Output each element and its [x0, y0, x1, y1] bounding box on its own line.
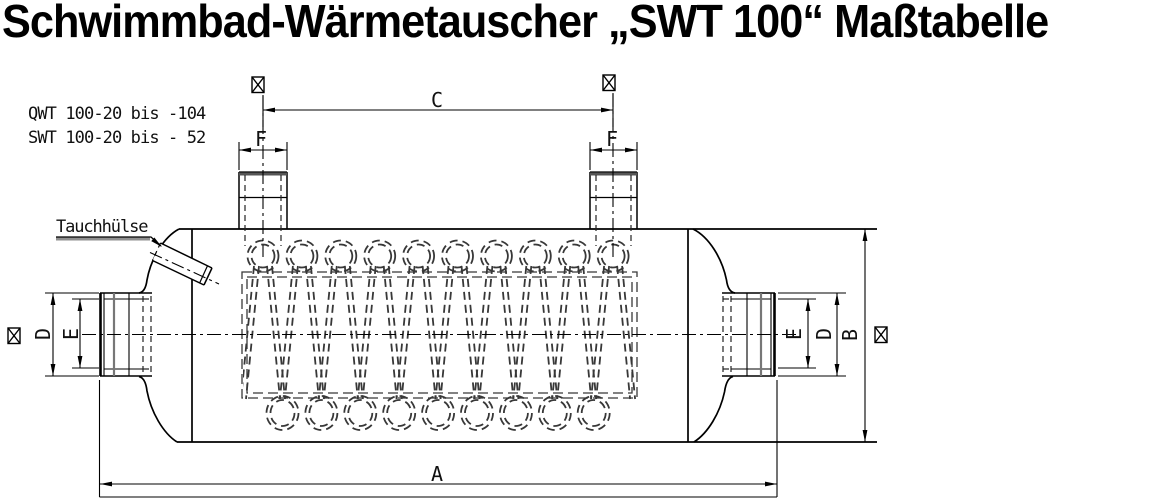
tauchhuelse-label: Tauchhülse: [56, 217, 148, 237]
dimension-lines: [45, 94, 866, 498]
heat-exchanger-coil: [243, 239, 636, 431]
note-line-qwt: QWT 100-20 bis -104: [28, 104, 206, 124]
crossed-box-markers: [7, 74, 888, 345]
crossed-box-marker: [874, 326, 888, 344]
tauchhuelse-leader: [56, 236, 162, 247]
dim-label-e-right: E: [782, 328, 806, 340]
right-top-stub: [589, 171, 638, 246]
crossed-box-marker: [251, 76, 265, 94]
crossed-box-marker: [602, 74, 616, 92]
dimension-arrowheads: [50, 107, 868, 487]
crossed-box-marker: [7, 327, 21, 345]
dim-label-c: C: [431, 88, 443, 112]
dim-label-a: A: [431, 462, 443, 486]
note-line-swt: SWT 100-20 bis - 52: [28, 127, 206, 148]
tauchhuelse-sleeve: [149, 242, 220, 286]
page-title: Schwimmbad-Wärmetauscher „SWT 100“ Maßta…: [2, 0, 1049, 47]
right-pipe-connection: [722, 292, 776, 377]
dim-label-f-right: F: [606, 127, 618, 151]
dim-label-d-right: D: [812, 328, 836, 340]
dim-label-b: B: [838, 329, 862, 341]
dim-label-d-left: D: [31, 328, 55, 340]
dim-label-e-left: E: [59, 328, 83, 340]
dimension-labels: C F F A D E E D B: [31, 88, 862, 486]
dim-label-f-left: F: [255, 127, 267, 151]
